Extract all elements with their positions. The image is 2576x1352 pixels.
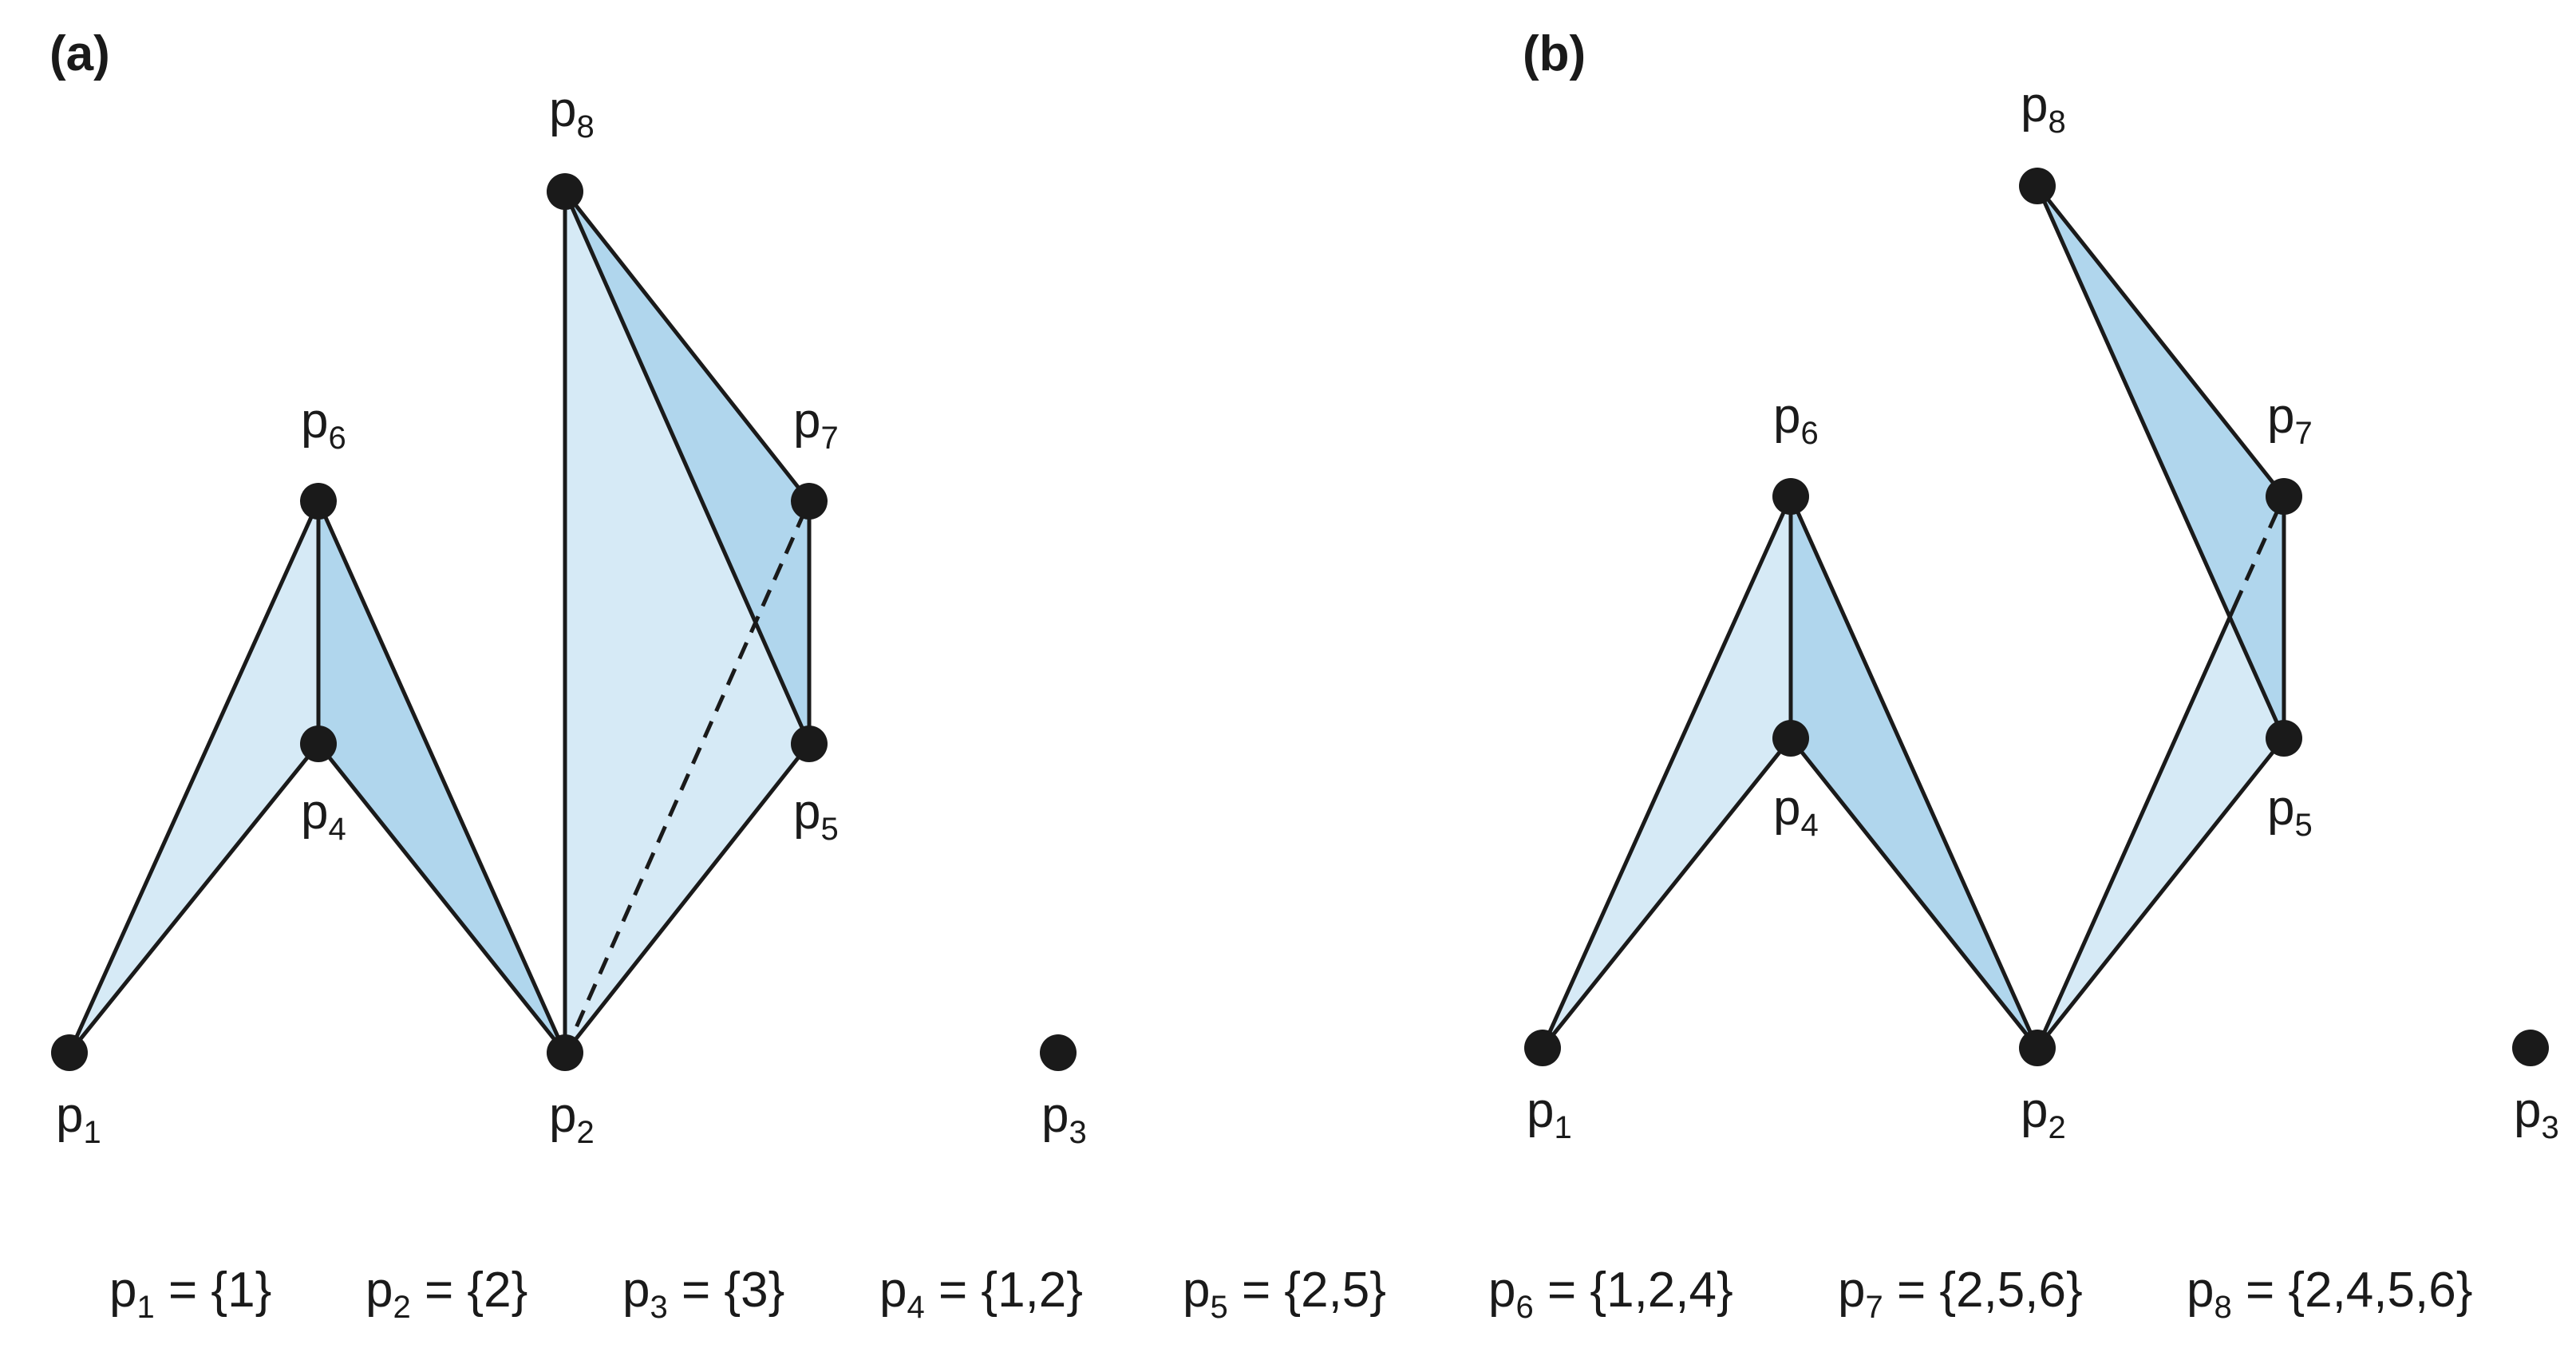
legend-item-p6: p6 = {1,2,4} (1488, 1263, 1733, 1325)
legend-item-p8: p8 = {2,4,5,6} (2187, 1263, 2472, 1325)
panel-a: (a) p1 p2 p3 (49, 26, 1087, 1150)
panel-b-edge-p2-p7-solid (2035, 604, 2237, 1050)
panel-b-edge-p8-p7 (2035, 184, 2286, 499)
panel-a-edge-p4-p2 (316, 741, 567, 1055)
panel-b-vertex-p5 (2266, 720, 2302, 757)
panel-b-vertex-p7 (2266, 478, 2302, 515)
legend-item-p5: p5 = {2,5} (1183, 1263, 1386, 1325)
panel-b: (b) p1 p2 p3 (1523, 26, 2559, 1145)
panel-a-label: (a) (49, 26, 110, 81)
panel-a-label-p8: p8 (549, 82, 595, 144)
panel-b-edge-p4-p2 (1788, 736, 2040, 1050)
panel-b-edge-p1-p4 (1540, 736, 1793, 1050)
panel-a-vertex-p3 (1040, 1034, 1077, 1071)
panel-a-label-p6: p6 (301, 393, 346, 456)
panel-b-label: (b) (1523, 26, 1586, 81)
panel-b-label-p4: p4 (1773, 781, 1819, 843)
panel-a-edge-p1-p4 (67, 741, 321, 1055)
panel-b-label-p6: p6 (1773, 389, 1819, 451)
panel-a-vertex-p5 (791, 725, 828, 762)
legend: p1 = {1} p2 = {2} p3 = {3} p4 = {1,2} p5… (109, 1263, 2472, 1325)
legend-item-p3: p3 = {3} (622, 1263, 784, 1325)
panel-b-label-p3: p3 (2514, 1083, 2559, 1145)
panel-b-vertex-p8 (2019, 168, 2056, 204)
panel-a-label-p4: p4 (301, 785, 346, 847)
panel-a-vertex-p7 (791, 483, 828, 520)
panel-b-edge-p2-p5 (2035, 736, 2286, 1050)
panel-a-label-p3: p3 (1041, 1088, 1087, 1150)
panel-b-vertex-p3 (2512, 1030, 2549, 1066)
legend-item-p2: p2 = {2} (365, 1263, 527, 1325)
panel-b-edge-p6-p2 (1788, 494, 2040, 1050)
panel-a-vertex-p4 (300, 725, 337, 762)
panel-a-label-p2: p2 (549, 1088, 595, 1150)
panel-b-label-p5: p5 (2267, 781, 2313, 843)
panel-a-label-p5: p5 (793, 785, 839, 847)
panel-a-vertex-p8 (547, 173, 583, 210)
panel-a-label-p7: p7 (793, 393, 839, 456)
legend-item-p4: p4 = {1,2} (879, 1263, 1083, 1325)
panel-b-edge-p1-p6 (1540, 494, 1793, 1050)
panel-a-vertex-p2 (547, 1034, 583, 1071)
panel-a-edge-p6-p2 (316, 499, 567, 1055)
panel-a-edge-p1-p6 (67, 499, 321, 1055)
panel-a-label-p1: p1 (56, 1088, 101, 1150)
panel-b-vertex-p6 (1772, 478, 1809, 515)
panel-a-vertex-p1 (51, 1034, 88, 1071)
panel-a-edge-p2-p7-dashed (563, 500, 812, 1054)
panel-a-edge-p8-p5 (563, 189, 812, 746)
panel-b-vertex-p1 (1524, 1030, 1561, 1066)
panel-a-edge-p2-p5 (563, 741, 812, 1055)
panel-b-vertex-p2 (2019, 1030, 2056, 1066)
panel-b-edge-p2-p7-dashed (2232, 495, 2286, 608)
panel-b-label-p8: p8 (2021, 77, 2066, 140)
panel-b-edge-p8-p5 (2035, 184, 2286, 741)
panel-a-face-p2-p8-p5 (565, 192, 809, 1053)
panel-b-label-p7: p7 (2267, 389, 2313, 451)
legend-item-p7: p7 = {2,5,6} (1838, 1263, 2083, 1325)
panel-b-label-p2: p2 (2021, 1083, 2066, 1145)
panel-a-vertex-p6 (300, 483, 337, 520)
panel-b-vertex-p4 (1772, 720, 1809, 757)
panel-a-edge-p8-p7 (563, 189, 812, 504)
panel-b-label-p1: p1 (1527, 1083, 1572, 1145)
legend-item-p1: p1 = {1} (109, 1263, 271, 1325)
